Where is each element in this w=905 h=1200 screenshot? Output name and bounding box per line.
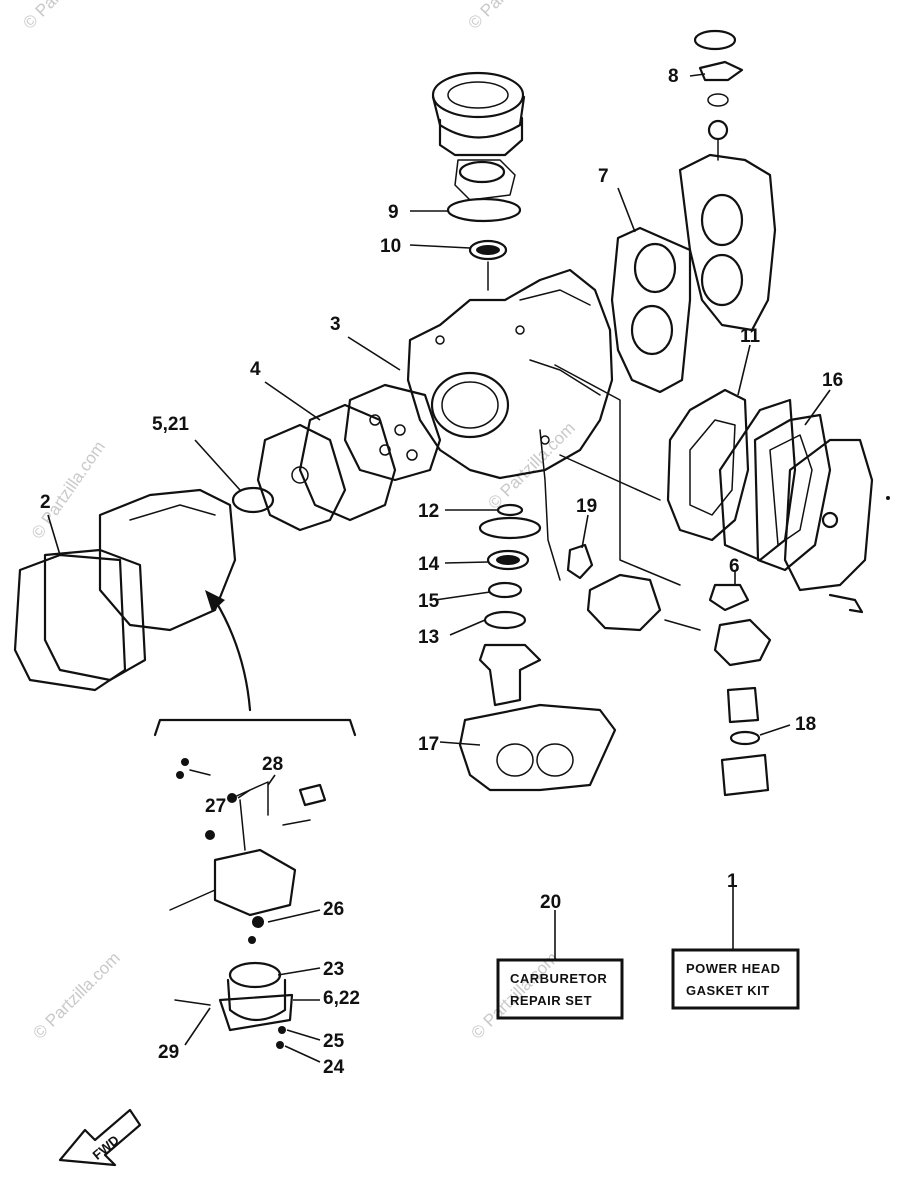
callout-13: 13 [418, 627, 439, 648]
callout-15: 15 [418, 591, 440, 612]
callout-25: 25 [323, 1031, 345, 1052]
callout-18: 18 [795, 714, 816, 735]
callout-1: 1 [727, 871, 738, 892]
callout-26: 26 [323, 899, 344, 920]
carburetor-label-line1: CARBURETOR [510, 971, 607, 986]
callout-7: 7 [598, 166, 609, 187]
callout-5: 5,21 [152, 414, 189, 435]
fuel-pump-assembly [169, 758, 327, 1049]
gasket-16-shape [753, 413, 832, 572]
bearing-14-shape [486, 549, 530, 571]
callout-14: 14 [418, 554, 440, 575]
lower-bearing-stack [458, 503, 617, 792]
cylinder-head-assembly [610, 29, 777, 394]
kit-carburetor-repair-set: CARBURETOR REPAIR SET [496, 958, 624, 1020]
top-cover-assembly [431, 71, 526, 291]
kit-power-head-gasket-kit: POWER HEAD GASKET KIT [671, 948, 800, 1010]
gasket-9-shape [446, 197, 522, 223]
callout-29: 29 [158, 1042, 179, 1063]
gasket-5-21-shape [231, 486, 275, 514]
crankcase [406, 268, 614, 480]
callout-3: 3 [330, 314, 341, 335]
callout-24: 24 [323, 1057, 345, 1078]
ring-12-shape [496, 503, 524, 517]
callout-6a: 6 [729, 556, 740, 577]
fwd-label: FWD [90, 1132, 122, 1163]
gasket-19-shape [566, 543, 594, 580]
callout-numbers: 8 9 10 7 3 4 5,21 2 11 16 12 14 15 13 19 6 17 18 28 27 26 23 6… [40, 66, 843, 1078]
watermark: © Partzilla.com [464, 0, 558, 33]
leader-lines [47, 73, 831, 1063]
callout-28: 28 [262, 754, 283, 775]
gasket-11-shape [666, 388, 750, 542]
watermark: © Partzilla.com [28, 438, 109, 543]
stray-dot [886, 496, 890, 500]
gasket-kit-label-line1: POWER HEAD [686, 961, 781, 976]
callout-8: 8 [668, 66, 679, 87]
callout-23: 23 [323, 959, 344, 980]
gasket-17-shape [458, 703, 617, 792]
callout-27: 27 [205, 796, 226, 817]
watermarks: © Partzilla.com © Partzilla.com © Partzi… [19, 0, 578, 1043]
seal-10-shape [468, 239, 508, 261]
callout-9: 9 [388, 202, 399, 223]
watermark: © Partzilla.com [29, 948, 123, 1042]
callout-4: 4 [250, 359, 261, 380]
exhaust-cover-assembly [666, 388, 874, 614]
oring-18-shape [729, 730, 761, 746]
callout-2: 2 [40, 492, 51, 513]
watermark: © Partzilla.com [484, 418, 578, 512]
fwd-arrow: FWD [58, 1108, 142, 1167]
gasket-kit-label-line2: GASKET KIT [686, 983, 770, 998]
carburetor-label-line2: REPAIR SET [510, 993, 592, 1008]
oring-13-shape [483, 610, 527, 630]
gasket-7-shape [610, 226, 692, 394]
gasket-3-shape [430, 371, 510, 439]
seal-15-shape [487, 581, 523, 599]
gasket-8-shape [698, 60, 744, 82]
callout-6b: 6,22 [323, 988, 360, 1009]
watermark: © Partzilla.com [19, 0, 113, 33]
callout-20: 20 [540, 892, 561, 913]
callout-10: 10 [380, 236, 401, 257]
callout-11: 11 [740, 326, 761, 347]
callout-19: 19 [576, 496, 597, 517]
pointer-arrow [153, 590, 357, 737]
side-components [539, 364, 772, 797]
callout-16: 16 [822, 370, 843, 391]
reed-valve-assembly [13, 383, 442, 692]
callout-12: 12 [418, 501, 439, 522]
gasket-2-shape [13, 553, 127, 692]
callout-17: 17 [418, 734, 439, 755]
